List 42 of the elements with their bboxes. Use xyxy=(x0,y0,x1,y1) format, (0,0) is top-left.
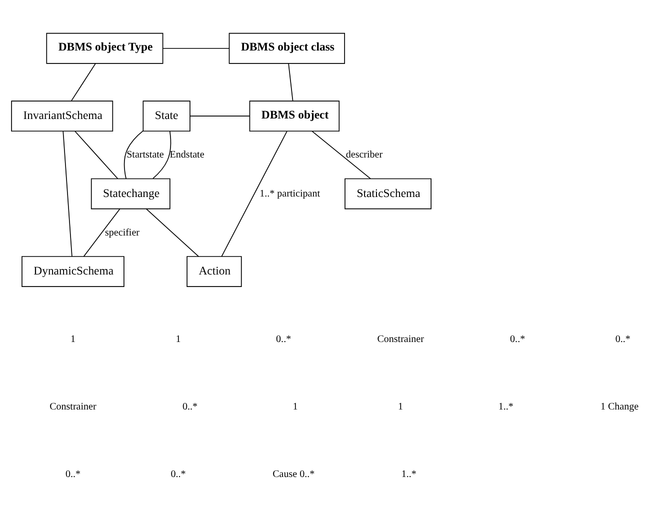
connector xyxy=(312,130,371,179)
node-box: Statechange xyxy=(90,178,170,209)
connector xyxy=(124,130,144,179)
node-box: StaticSchema xyxy=(344,178,432,209)
edge-label: Startstate xyxy=(126,149,164,160)
label: Constrainer xyxy=(50,401,96,412)
node-box: DBMS object Type xyxy=(46,32,164,64)
label: 0..* xyxy=(170,468,186,480)
connector xyxy=(83,208,120,256)
connector xyxy=(190,115,250,116)
connector xyxy=(146,208,199,256)
label: Constrainer xyxy=(377,333,424,344)
edge-label: specifier xyxy=(105,226,140,238)
connector xyxy=(62,130,72,256)
node-box: DynamicSchema xyxy=(22,256,124,286)
label: 1 Change xyxy=(600,401,639,412)
connector xyxy=(70,62,96,101)
label: 0..* xyxy=(65,468,80,480)
label: 1..* xyxy=(498,401,514,412)
label: 0..* xyxy=(182,401,198,412)
connector xyxy=(74,130,118,179)
node-box: Action xyxy=(186,256,242,286)
edge-label: describer xyxy=(346,149,383,160)
label: Cause 0..* xyxy=(272,468,315,480)
edge-label: Endstate xyxy=(170,149,204,160)
label: 0..* xyxy=(510,333,526,344)
label: 0..* xyxy=(615,333,630,344)
connector xyxy=(152,130,172,178)
node-box: DBMS object xyxy=(249,100,340,132)
label: 1 xyxy=(398,401,404,412)
connector xyxy=(162,47,230,48)
label: 0..* xyxy=(276,333,292,344)
connector xyxy=(221,130,288,256)
edge-label: 1..* participant xyxy=(260,188,320,199)
label: 1 xyxy=(292,401,298,412)
label: 1 xyxy=(70,333,76,344)
connector xyxy=(288,62,294,101)
node-box: DBMS object class xyxy=(228,32,345,64)
node-box: InvariantSchema xyxy=(11,100,114,132)
node-box: State xyxy=(142,100,190,132)
label: 1 xyxy=(176,333,181,344)
label: 1..* xyxy=(401,468,416,480)
